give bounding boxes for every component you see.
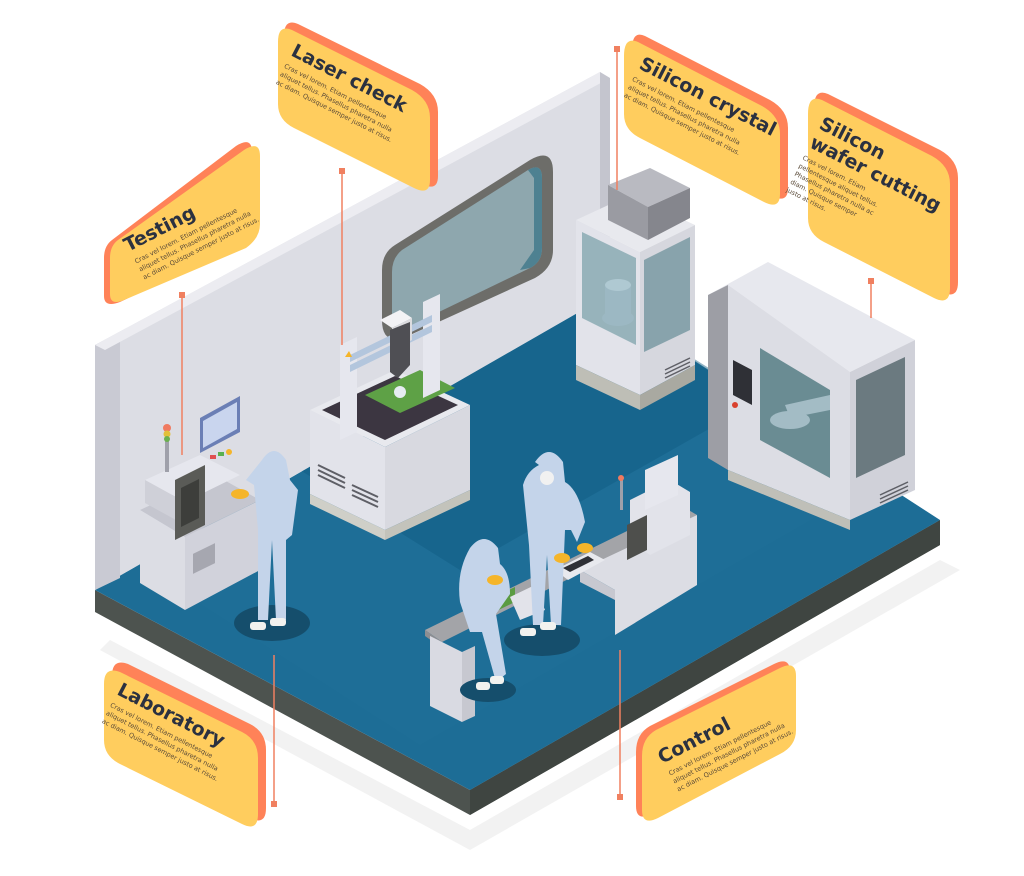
- worker-seated-microscope: [459, 539, 516, 702]
- label-testing: Testing Cras vel lorem. Etiam pellentesq…: [104, 142, 260, 304]
- silicon-crystal-machine: [576, 168, 695, 410]
- testing-machine: [140, 396, 260, 610]
- worker-standing-laptop: [504, 452, 593, 656]
- worker-standing-testing: [231, 451, 310, 641]
- label-control: Control Cras vel lorem. Etiam pellentesq…: [636, 661, 796, 821]
- connectors: [179, 46, 874, 807]
- label-laser-check: Laser check Cras vel lorem. Etiam pellen…: [275, 22, 438, 191]
- label-laboratory: Laboratory Cras vel lorem. Etiam pellent…: [101, 662, 266, 827]
- wafer-cutting-machine: [708, 262, 915, 530]
- label-silicon-wafer-cutting: Silicon wafer cutting Cras vel lorem. Et…: [784, 92, 958, 301]
- wall-window: [382, 155, 553, 340]
- laser-check-machine: [310, 294, 470, 540]
